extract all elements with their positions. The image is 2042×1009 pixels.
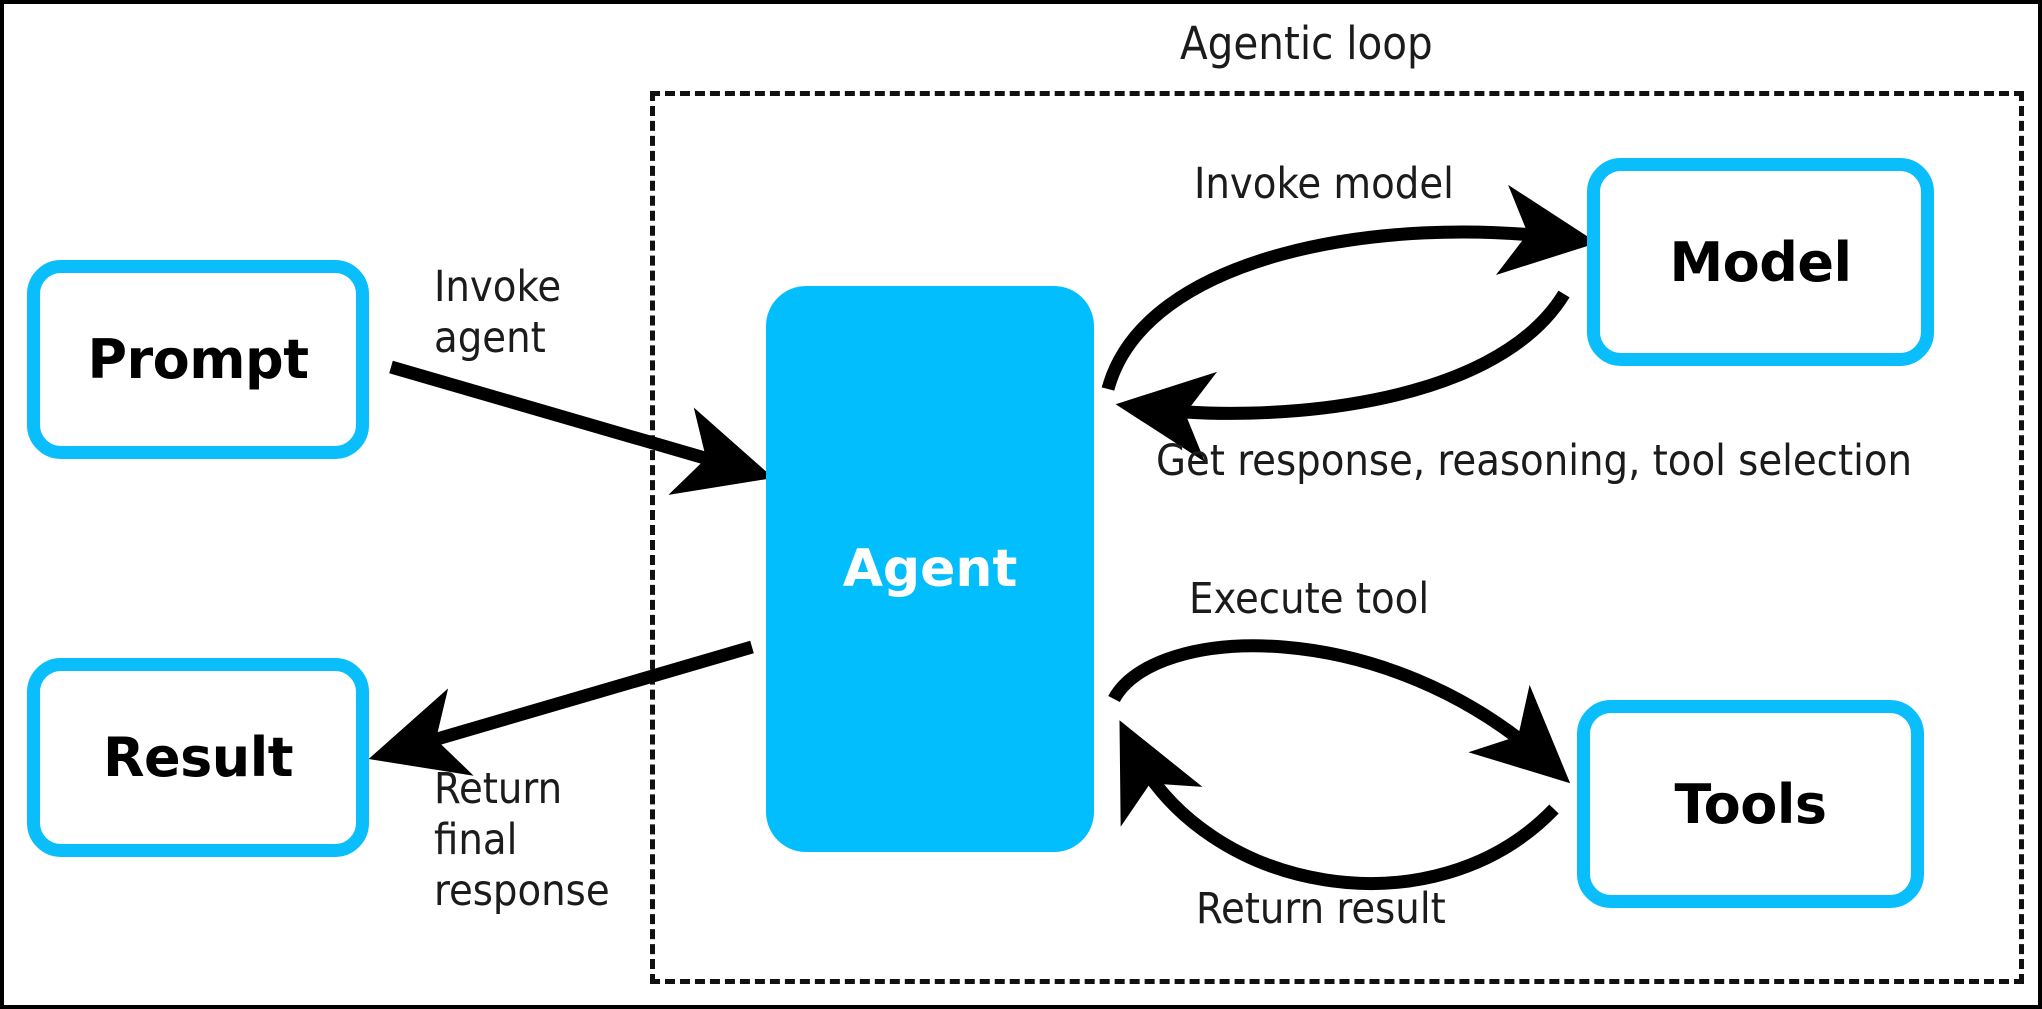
node-tools-label: Tools bbox=[1674, 772, 1827, 836]
arrow-return-result bbox=[1119, 720, 1559, 890]
edge-label-return-result: Return result bbox=[1196, 884, 1446, 934]
arrow-get-response bbox=[1115, 290, 1570, 463]
edge-label-get-response: Get response, reasoning, tool selection bbox=[1156, 436, 1913, 486]
node-agent-label: Agent bbox=[842, 539, 1018, 599]
arrow-invoke-agent bbox=[389, 360, 774, 495]
agentic-loop-title: Agentic loop bbox=[1180, 17, 1433, 70]
node-prompt[interactable]: Prompt bbox=[27, 260, 369, 459]
edge-label-invoke-model: Invoke model bbox=[1194, 159, 1454, 209]
edge-label-invoke-agent: Invoke agent bbox=[434, 262, 562, 363]
arrow-execute-tool bbox=[1108, 639, 1571, 784]
arrow-invoke-model bbox=[1101, 184, 1598, 391]
connectors-layer bbox=[368, 184, 1598, 890]
arrow-return-final-response bbox=[368, 640, 754, 776]
node-prompt-label: Prompt bbox=[87, 328, 309, 391]
node-tools[interactable]: Tools bbox=[1577, 700, 1924, 908]
node-result-label: Result bbox=[102, 726, 294, 789]
node-model[interactable]: Model bbox=[1587, 158, 1934, 366]
node-agent[interactable]: Agent bbox=[766, 286, 1094, 852]
node-model-label: Model bbox=[1669, 230, 1852, 294]
edge-label-return-final-response: Return final response bbox=[434, 764, 610, 916]
edge-label-execute-tool: Execute tool bbox=[1189, 574, 1430, 624]
node-result[interactable]: Result bbox=[27, 658, 369, 857]
